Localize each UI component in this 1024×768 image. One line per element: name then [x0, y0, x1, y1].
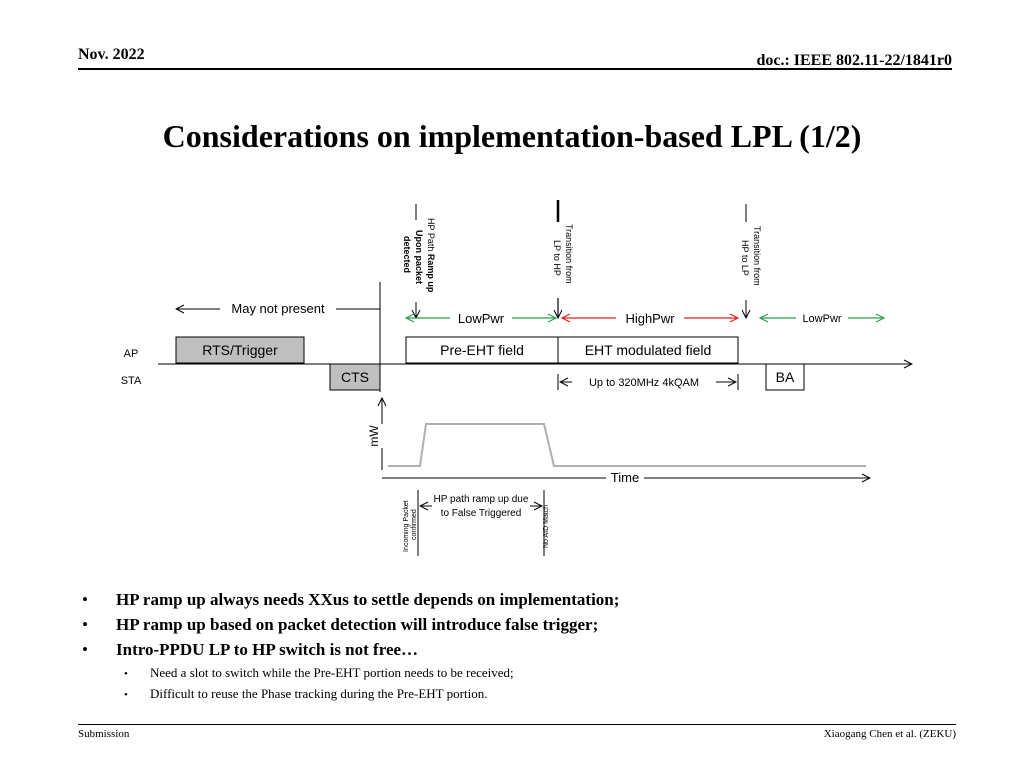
power-curve [388, 423, 866, 467]
ba-label: BA [776, 369, 795, 385]
footer-submission: Submission [78, 728, 130, 740]
svg-text:HP Path Ramp up: HP Path Ramp up [426, 218, 436, 293]
pre-eht-frame [405, 336, 559, 364]
hp-to-lp-label-1: Transition from [752, 226, 762, 286]
header-doc-id: doc.: IEEE 802.11-22/1841r0 [756, 52, 952, 69]
bullet-text: HP ramp up based on packet detection wil… [116, 615, 599, 634]
bullet-item: •Intro-PPDU LP to HP switch is not free… [82, 640, 419, 659]
lowpwr-span-1: LowPwr [406, 311, 556, 326]
hp-ramp-label-2: Upon packet [414, 230, 424, 284]
hp-ramp-label-b: Ramp up [426, 254, 436, 293]
bullet-list: •HP ramp up always needs XXus to settle … [82, 590, 962, 707]
hp-ramp-label-a: HP Path [426, 218, 436, 254]
cts-label: CTS [341, 369, 369, 385]
lp-to-hp-label-1: Transition from [564, 224, 574, 284]
rts-trigger-label: RTS/Trigger [202, 342, 278, 358]
lowpwr-label-1: LowPwr [458, 311, 505, 326]
power-axis-label: mW [367, 425, 381, 447]
sub-bullet-text: Need a slot to switch while the Pre-EHT … [150, 665, 514, 680]
incoming-packet-label-2: confirmed [411, 509, 418, 540]
hp-to-lp-marker: Transition from HP to LP [740, 204, 762, 318]
bullet-item: •HP ramp up based on packet detection wi… [82, 615, 599, 634]
sub-bullet-item: •Difficult to reuse the Phase tracking d… [124, 686, 488, 701]
hp-ramp-up-marker: HP Path Ramp up Upon packet detected [402, 204, 436, 318]
cts-frame [329, 363, 381, 391]
incoming-packet-label-1: Incoming Packet [403, 500, 410, 552]
lowpwr-span-2: LowPwr [760, 313, 884, 325]
ap-label: AP [124, 348, 139, 360]
sub-bullet-item: •Need a slot to switch while the Pre-EHT… [124, 665, 514, 680]
highpwr-label: HighPwr [625, 311, 675, 326]
footer-authors: Xiaogang Chen et al. (ZEKU) [823, 728, 956, 740]
rts-trigger-frame [175, 336, 305, 364]
highpwr-span: HighPwr [562, 311, 738, 326]
header-date: Nov. 2022 [78, 46, 145, 63]
sub-bullet-text: Difficult to reuse the Phase tracking du… [150, 686, 488, 701]
timing-diagram: HP Path Ramp up Upon packet detected Tra… [121, 200, 1024, 556]
false-trigger-note-2: to False Triggered [441, 508, 522, 519]
eht-modulated-label: EHT modulated field [585, 342, 712, 358]
false-trigger-note-1: HP path ramp up due [434, 494, 529, 505]
time-axis-label: Time [611, 470, 639, 485]
lowpwr-label-2: LowPwr [802, 313, 841, 325]
hp-to-lp-label-2: HP to LP [740, 240, 750, 276]
eht-modulated-frame [557, 336, 739, 364]
ba-frame [765, 363, 805, 391]
pre-eht-label: Pre-EHT field [440, 342, 524, 358]
bullet-text: Intro-PPDU LP to HP switch is not free… [116, 640, 419, 659]
lp-to-hp-marker: Transition from LP to HP [552, 200, 574, 318]
bullet-item: •HP ramp up always needs XXus to settle … [82, 590, 620, 609]
hp-ramp-label-3: detected [402, 236, 412, 273]
footer-divider [78, 724, 956, 725]
slide-title: Considerations on implementation-based L… [162, 118, 862, 154]
bullet-text: HP ramp up always needs XXus to settle d… [116, 590, 620, 609]
lp-to-hp-label-2: LP to HP [552, 240, 562, 276]
sta-label: STA [121, 375, 142, 387]
header-divider [78, 68, 952, 70]
no-aid-match-label: No AID Match [543, 505, 550, 548]
may-not-present-label: May not present [231, 301, 325, 316]
bandwidth-note: Up to 320MHz 4kQAM [589, 377, 699, 389]
